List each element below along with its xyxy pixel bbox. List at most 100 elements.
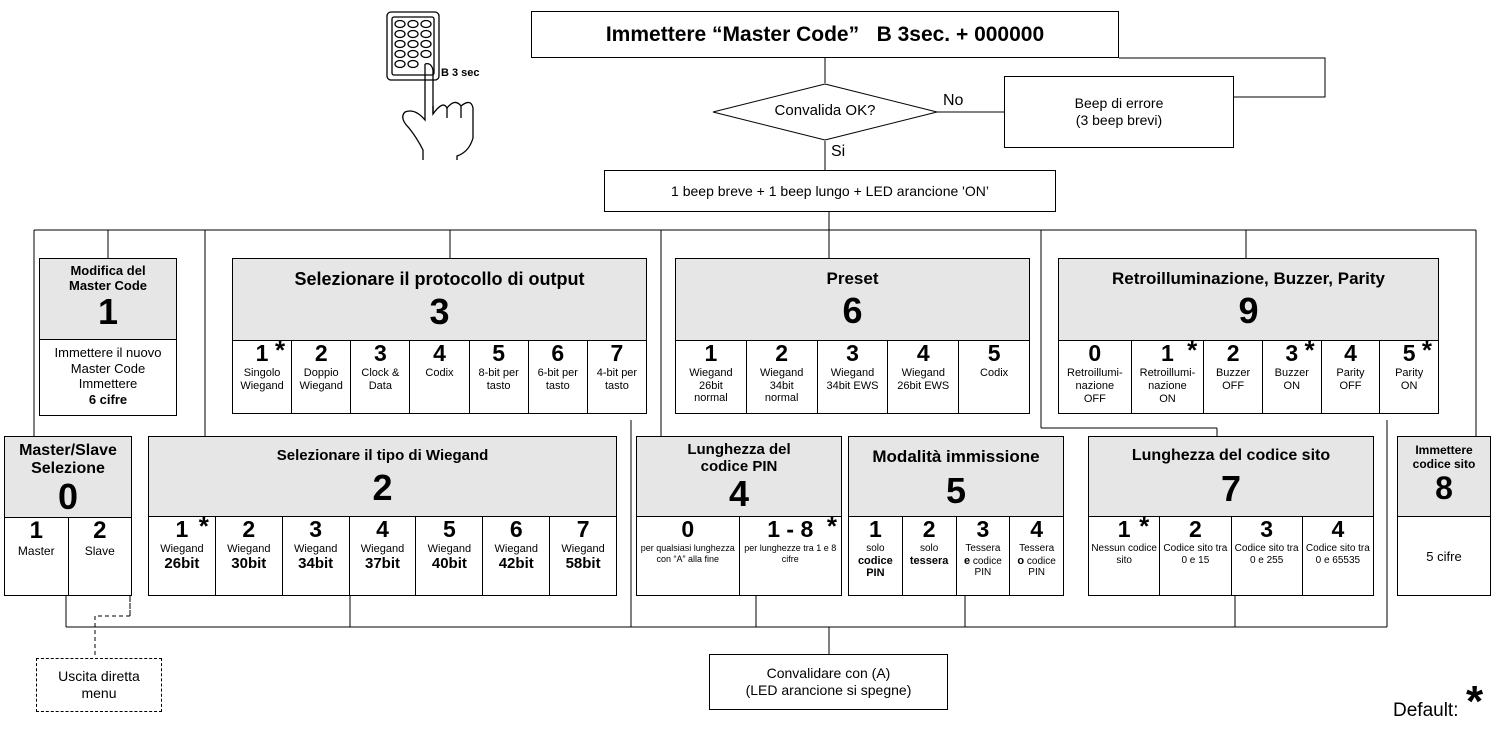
menu-3-box[interactable]: Selezionare il protocollo di output 3 1*… (232, 258, 647, 414)
menu-2-box[interactable]: Selezionare il tipo di Wiegand 2 1*Wiega… (148, 436, 617, 596)
menu6-option-number: 5 (987, 340, 1001, 366)
menu-9-number: 9 (1238, 290, 1259, 331)
no-label: No (943, 92, 964, 109)
menu-1-box[interactable]: Modifica del Master Code 1 Immettere il … (39, 258, 177, 416)
menu-2-title: Selezionare il tipo di Wiegand (276, 447, 489, 464)
menu2-option-label: Wiegand (360, 543, 405, 555)
menu9-option-number: 3 (1285, 340, 1299, 366)
default-star-icon: * (275, 335, 286, 365)
default-legend: Default: (1393, 700, 1458, 722)
menu-1-title: Modifica del Master Code (68, 263, 148, 293)
menu5-option-number: 4 (1030, 516, 1044, 542)
menu9-option-1[interactable]: 1*Retroillumi-nazione ON (1132, 337, 1205, 413)
menu6-option-label: Wiegand 26bit EWS (897, 367, 950, 392)
menu9-option-3[interactable]: 3*Buzzer ON (1263, 335, 1322, 413)
menu3-option-label: 6-bit per tasto (537, 367, 578, 392)
menu7-option-number: 3 (1260, 516, 1274, 542)
menu5-label-post: codice PIN (1026, 555, 1056, 579)
menu9-option-number: 2 (1226, 340, 1240, 366)
menu6-option-number: 2 (775, 340, 789, 366)
menu7-option-label: Nessun codice sito (1091, 543, 1157, 566)
menu7-option-0[interactable]: 1*Nessun codice sito (1089, 513, 1161, 595)
menu-7-box[interactable]: Lunghezza del codice sito 7 1*Nessun cod… (1088, 436, 1374, 596)
menu6-option-number: 4 (916, 340, 930, 366)
menu5-label-post: codice PIN (972, 555, 1002, 579)
menu-1-text-1: Immettere il nuovo (54, 345, 162, 360)
menu9-option-label: Parity OFF (1336, 367, 1365, 393)
menu0-option-label: Master (17, 544, 55, 558)
menu2-option-bold: 26bit (164, 554, 200, 572)
menu-5-number: 5 (945, 470, 967, 511)
default-star-icon: * (198, 511, 209, 541)
yes-label: Si (831, 143, 846, 160)
menu3-option-number: 1 (255, 340, 269, 366)
menu-7-number: 7 (1220, 468, 1242, 509)
menu5-label-pre: Tessera (965, 543, 1001, 554)
beep-led-label: 1 beep breve + 1 beep lungo + LED aranci… (671, 183, 989, 199)
menu2-option-label: Wiegand (561, 543, 605, 555)
menu9-option-5[interactable]: 5*Parity ON (1380, 337, 1438, 413)
menu0-option-number: 2 (93, 517, 107, 544)
default-star-icon: * (1304, 335, 1315, 365)
menu2-option-number: 2 (242, 516, 256, 542)
menu3-option-number: 7 (610, 340, 624, 366)
menu-1-number: 1 (97, 290, 119, 332)
enter-master-code-label: Immettere “Master Code” B 3sec. + 000000 (605, 22, 1045, 46)
error-beep-label: Beep di errore (3 beep brevi) (1074, 94, 1164, 129)
menu2-option-number: 5 (442, 516, 456, 542)
default-star-icon: * (826, 511, 837, 541)
menu9-option-label: Retroillumi-nazione ON (1139, 367, 1196, 406)
menu-8-box[interactable]: Immettere codice sito 8 5 cifre (1397, 436, 1491, 596)
validation-decision-diamond (712, 83, 938, 141)
menu2-option-bold: 37bit (365, 554, 401, 572)
menu4-option-label: per lunghezze tra 1 e 8 cifre (744, 543, 837, 564)
menu3-option-0[interactable]: 1*Singolo Wiegand (233, 335, 293, 413)
menu2-option-bold: 34bit (298, 554, 334, 572)
menu7-option-number: 2 (1188, 516, 1202, 542)
menu3-option-number: 6 (551, 340, 565, 366)
menu2-option-bold: 30bit (231, 554, 267, 572)
menu3-option-number: 2 (314, 340, 328, 366)
menu-8-number: 8 (1435, 469, 1453, 506)
menu4-option-1[interactable]: 1 - 8*per lunghezze tra 1 e 8 cifre (740, 511, 842, 595)
